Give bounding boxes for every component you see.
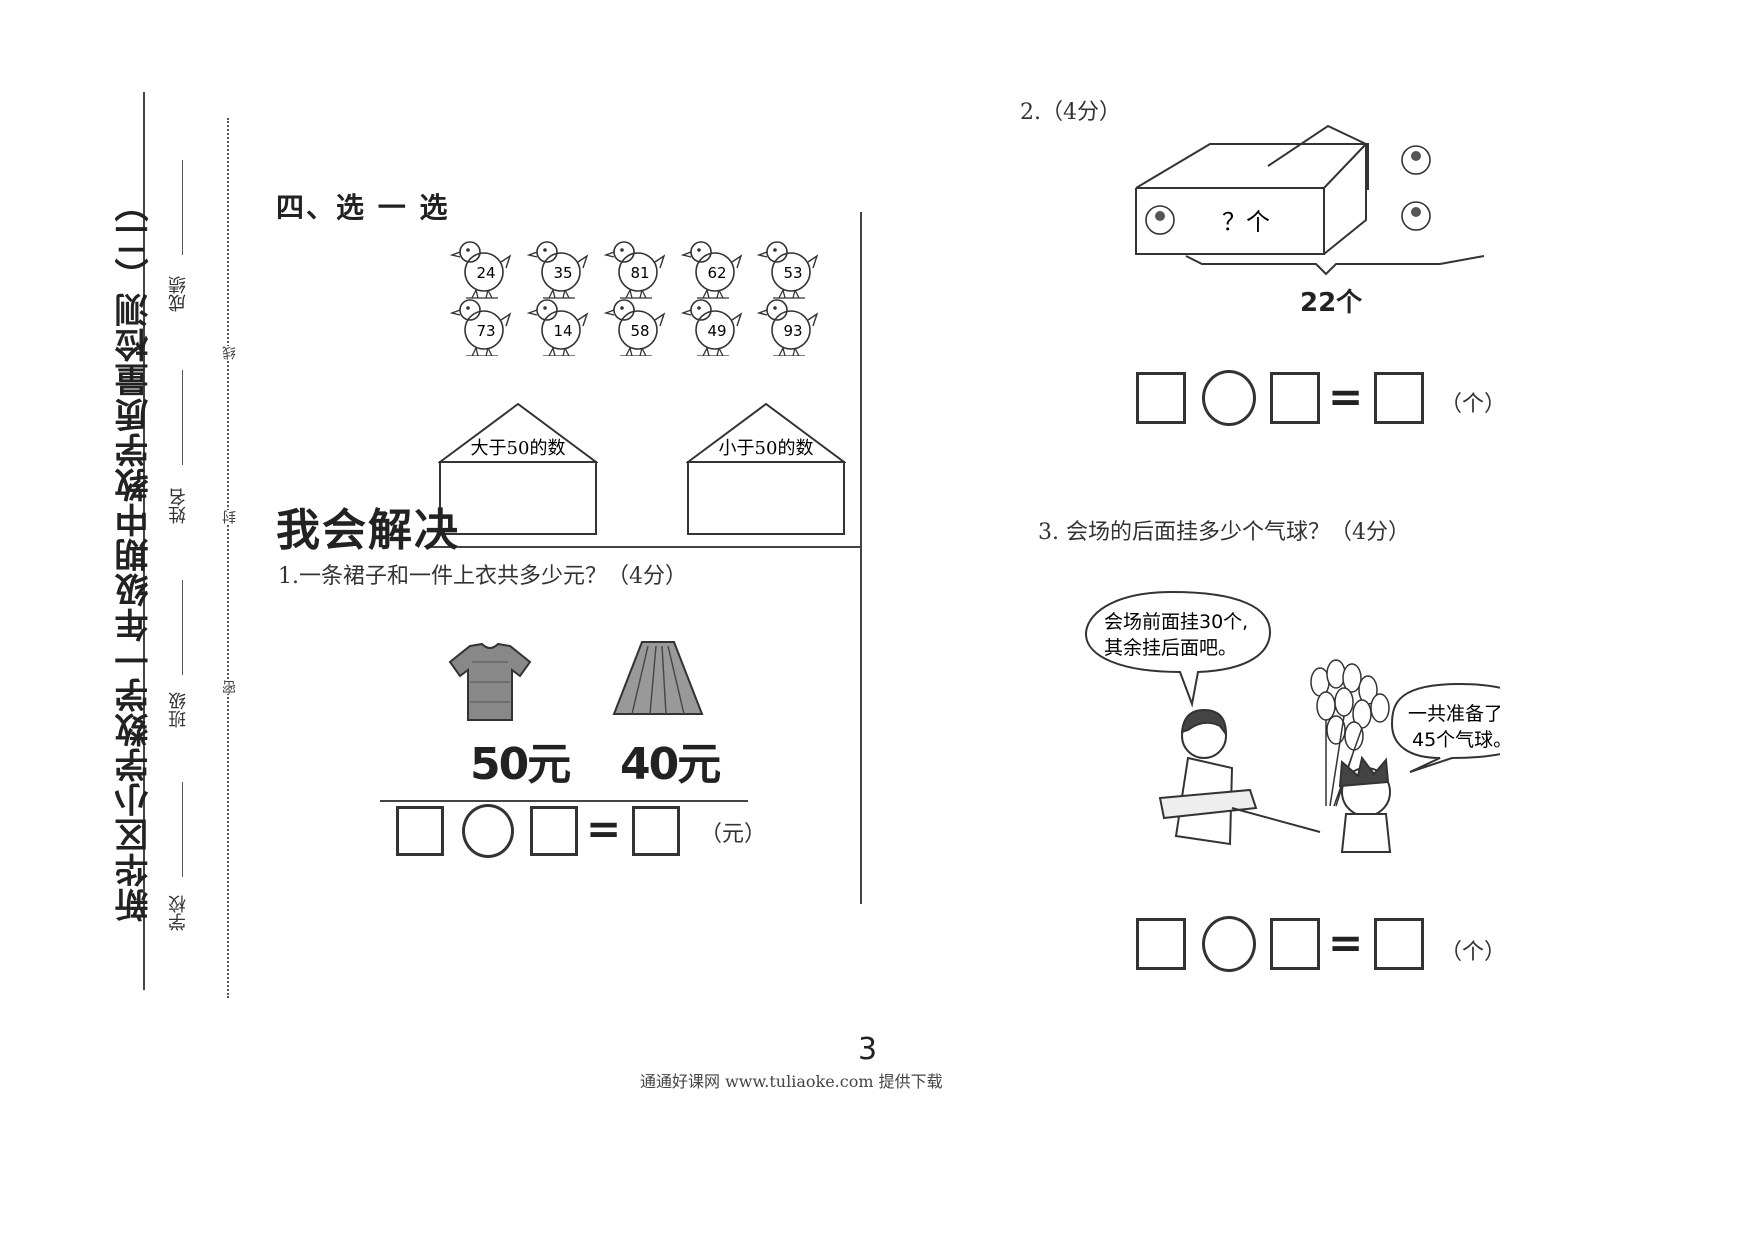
problem-1-rule	[380, 800, 748, 802]
class-field-label: 班级	[168, 692, 189, 728]
chick-grid: 24 35 81 62 53 73 14 58 49 93	[451, 241, 818, 356]
seal-mark-close: 密	[220, 680, 240, 694]
girl-figure	[1158, 708, 1258, 846]
p3-operator-circle[interactable]	[1202, 916, 1256, 972]
shirt-price: 50元	[470, 739, 571, 790]
p1-answer-box-1[interactable]	[396, 806, 444, 856]
chick-1-number: 24	[476, 264, 495, 282]
right-bubble-line-2: 45个气球。	[1412, 729, 1500, 751]
chick-6[interactable]: 73	[451, 299, 511, 356]
boy-figure	[1231, 755, 1392, 853]
p1-operator-circle[interactable]	[462, 804, 514, 858]
chick-4-number: 62	[707, 264, 726, 282]
p2-answer-box-1[interactable]	[1136, 372, 1186, 424]
left-bubble-line-2: 其余挂后面吧。	[1104, 637, 1237, 659]
chick-10[interactable]: 93	[758, 299, 818, 356]
seal-mark-line: 线	[220, 346, 240, 360]
seal-mark-seal: 封	[220, 510, 240, 524]
p3-answer-box-1[interactable]	[1136, 918, 1186, 970]
page-number: 3	[858, 1032, 878, 1067]
p3-equals-sign: =	[1328, 918, 1364, 967]
chick-6-number: 73	[476, 322, 495, 340]
class-blank	[182, 580, 183, 675]
p3-answer-box-result[interactable]	[1374, 918, 1424, 970]
left-speech-bubble	[1084, 590, 1272, 708]
chick-5[interactable]: 53	[758, 241, 818, 299]
p3-answer-box-2[interactable]	[1270, 918, 1320, 970]
exam-title: 新华区小学数学一年级期中教学质量检测（二）	[115, 187, 155, 922]
chick-9[interactable]: 49	[682, 299, 742, 356]
balloon-scene: 会场前面挂30个, 其余挂后面吧。 一共准备了 45个气球。	[1084, 590, 1500, 853]
skirt-icon	[612, 641, 704, 715]
chick-2-number: 35	[553, 264, 572, 282]
house-less-than-50[interactable]: 小于50的数	[686, 402, 846, 536]
p1-answer-box-2[interactable]	[530, 806, 578, 856]
section-4-title: 四、选 一 选	[276, 191, 450, 224]
name-field-label: 姓名	[168, 488, 189, 524]
chick-8[interactable]: 58	[605, 299, 665, 356]
problem-2-question: 2.（4分）	[1020, 100, 1121, 125]
p1-equals-sign: =	[586, 804, 622, 853]
chick-7[interactable]: 14	[528, 299, 588, 356]
box-unknown-label: ？个	[1222, 208, 1270, 236]
total-count-label: 22个	[1300, 288, 1363, 318]
name-blank	[182, 370, 183, 465]
footer-source: 通通好课网 www.tuliaoke.com 提供下载	[640, 1072, 943, 1091]
chick-3[interactable]: 81	[605, 241, 665, 299]
balloon-bunch	[1310, 659, 1390, 807]
binding-margin-line	[143, 92, 145, 990]
p2-operator-circle[interactable]	[1202, 370, 1256, 426]
p1-unit: （元）	[700, 822, 767, 847]
shirt-icon	[448, 642, 532, 721]
score-blank	[182, 160, 183, 255]
column-divider	[860, 212, 862, 904]
school-field-label: 学校	[168, 895, 189, 931]
chick-2[interactable]: 35	[528, 241, 588, 299]
chick-3-number: 81	[630, 264, 649, 282]
section-divider	[430, 546, 862, 548]
chick-10-number: 93	[783, 322, 802, 340]
problem-3-question: 3. 会场的后面挂多少个气球？（4分）	[1038, 520, 1410, 545]
seal-dotted-line	[227, 118, 229, 998]
chick-4[interactable]: 62	[682, 241, 742, 299]
house-greater-than-50[interactable]: 大于50的数	[438, 402, 598, 536]
chick-7-number: 14	[553, 322, 572, 340]
chick-9-number: 49	[707, 322, 726, 340]
p1-answer-box-result[interactable]	[632, 806, 680, 856]
score-field-label: 成绩	[168, 276, 189, 312]
p3-unit: （个）	[1440, 940, 1507, 965]
right-speech-bubble	[1390, 682, 1500, 773]
problem-1-question: 1.一条裙子和一件上衣共多少元？（4分）	[278, 564, 687, 589]
house-right-label: 小于50的数	[719, 438, 814, 459]
p2-unit: （个）	[1440, 392, 1507, 417]
p2-equals-sign: =	[1328, 372, 1364, 421]
solve-heading: 我会解决	[276, 505, 460, 556]
left-bubble-line-1: 会场前面挂30个,	[1104, 611, 1248, 633]
skirt-price: 40元	[620, 739, 721, 790]
box-diagram: ？个	[1135, 124, 1485, 276]
p2-answer-box-result[interactable]	[1374, 372, 1424, 424]
chick-8-number: 58	[630, 322, 649, 340]
right-bubble-line-1: 一共准备了	[1408, 703, 1500, 725]
house-left-label: 大于50的数	[471, 438, 566, 459]
chick-5-number: 53	[783, 264, 802, 282]
chick-1[interactable]: 24	[451, 241, 511, 299]
school-blank	[182, 782, 183, 877]
p2-answer-box-2[interactable]	[1270, 372, 1320, 424]
